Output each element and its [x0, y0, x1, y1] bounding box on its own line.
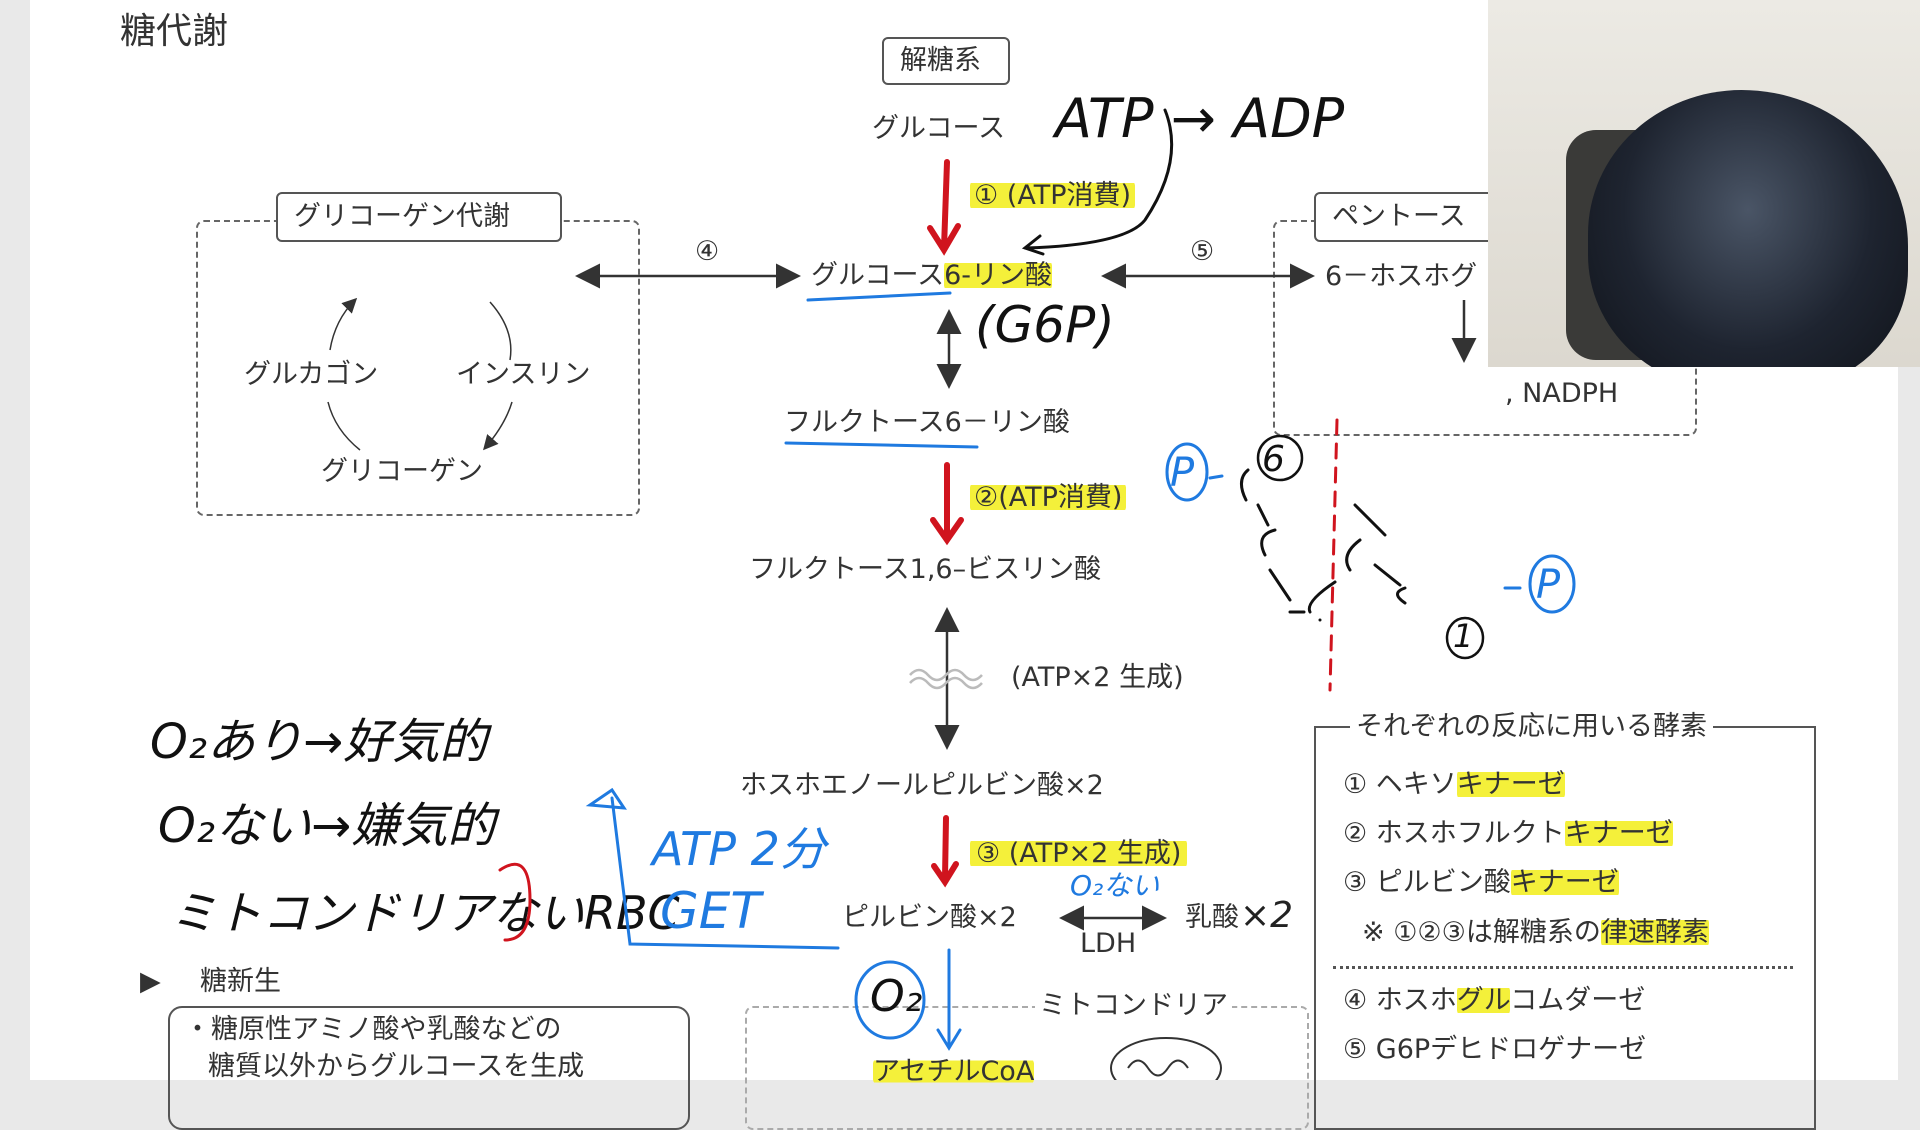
- phosphate-circle: [1165, 442, 1209, 502]
- glycogen-text: グリコーゲン: [321, 456, 483, 487]
- hw-o2: O₂: [870, 971, 923, 1022]
- hw-get: GET: [660, 882, 761, 940]
- enzyme-title: それぞれの反応に用いる酵素: [1350, 713, 1713, 740]
- underline-fructose: [784, 441, 979, 449]
- cycle-arrow: [489, 301, 512, 361]
- enzyme-item: ② ホスホフルクトキナーゼ: [1343, 818, 1673, 849]
- enzyme-note: ※ ①②③は解糖系の律速酵素: [1362, 917, 1709, 948]
- wave: [909, 676, 983, 690]
- enzyme-item: ⑤ G6Pデヒドロゲナーゼ: [1343, 1034, 1647, 1065]
- hw-rbc: ミトコンドリアないRBC: [170, 886, 680, 940]
- hw-atp2: ATP 2分: [652, 822, 826, 876]
- insulin-label: インスリン: [456, 359, 591, 390]
- person-head: [1588, 90, 1908, 367]
- play-icon: ▶: [140, 966, 161, 997]
- red-arrow-2: [930, 462, 964, 546]
- gluconeo-title: 糖新生: [200, 966, 281, 997]
- hw-g6p: (G6P): [975, 296, 1115, 354]
- o2-circle: [854, 960, 926, 1040]
- hw-c1: 1: [1453, 617, 1474, 655]
- atp-gen-label: (ATP×2 生成): [1011, 662, 1184, 693]
- red-arrow-3: [931, 815, 959, 888]
- pentose-label-box: ペントース: [1314, 192, 1518, 242]
- glycolysis-label: 解糖系: [900, 45, 981, 76]
- f6p-label: フルクトース6－リン酸: [784, 407, 1070, 438]
- hw-phosphate: P: [1536, 562, 1561, 608]
- nadph-label: , NADPH: [1505, 378, 1619, 409]
- pyruvate-label: ピルビン酸×2: [842, 902, 1017, 933]
- g6p-label: グルコース6-リン酸: [811, 260, 1053, 291]
- ring: [1240, 468, 1407, 622]
- enzyme-divider: [1333, 966, 1793, 969]
- glucagon-label: グルカゴン: [244, 359, 379, 390]
- c1-circle: [1445, 616, 1485, 660]
- pentose-label: ペントース: [1332, 201, 1466, 232]
- glucose-label: グルコース: [872, 113, 1006, 144]
- phosphate-circle: [1528, 554, 1576, 614]
- step1-label: ① (ATP消費): [970, 180, 1136, 211]
- blue-bracket: [585, 787, 840, 950]
- glycogen-label: グリコーゲン代謝: [294, 201, 510, 232]
- cycle-arrow: [329, 297, 358, 351]
- pentose-item: 6－ホスホグ: [1325, 261, 1478, 292]
- underline-glucose: [806, 291, 952, 302]
- red-arrow-1: [927, 159, 961, 256]
- mitochondria-icon: [1110, 1037, 1222, 1080]
- hw-c6: 6: [1262, 439, 1285, 480]
- hw-o2nai: O₂ない: [1070, 869, 1160, 902]
- hw-anaerobic: O₂ない→嫌気的: [158, 798, 496, 854]
- wave: [909, 668, 983, 682]
- ldh-label: LDH: [1080, 928, 1137, 959]
- step3-label: ③ (ATP×2 生成): [970, 838, 1188, 869]
- cycle-arrow: [483, 401, 513, 451]
- step2-label: ②(ATP消費): [970, 482, 1127, 513]
- c6-circle: [1256, 434, 1304, 482]
- hw-phosphate: P: [1170, 450, 1195, 496]
- hw-arrow-atp: [1021, 108, 1174, 256]
- slide-title: 糖代謝: [120, 11, 229, 52]
- g6p-b: 6-リン酸: [944, 260, 1053, 291]
- enzyme-item: ④ ホスホグルコムダーゼ: [1343, 985, 1646, 1016]
- hw-atp-adp: ATP → ADP: [1055, 87, 1345, 150]
- g6p-a: グルコース: [811, 260, 945, 291]
- lactate-label: 乳酸: [1185, 902, 1239, 933]
- pep-label: ホスホエノールピルビン酸×2: [740, 770, 1104, 801]
- glycolysis-label-box: 解糖系: [882, 37, 1010, 85]
- red-curve: [498, 862, 532, 942]
- num5: ⑤: [1190, 236, 1215, 267]
- diagram-strokes: [327, 108, 1576, 1080]
- hw-x2: ×2: [1240, 895, 1294, 936]
- enzyme-item: ③ ピルビン酸キナーゼ: [1343, 867, 1619, 898]
- enzyme-item: ① ヘキソキナーゼ: [1343, 769, 1565, 800]
- hw-aerobic: O₂あり→好気的: [150, 714, 488, 770]
- glycogen-label-box: グリコーゲン代謝: [276, 192, 562, 242]
- gluconeo-line2: 糖質以外からグルコースを生成: [208, 1051, 585, 1082]
- red-dashed-line: [1328, 418, 1339, 692]
- cycle-arrow: [327, 401, 361, 451]
- f16bp-label: フルクトース1,6–ビスリン酸: [749, 554, 1102, 585]
- mitochondria-label: ミトコンドリア: [1035, 992, 1232, 1019]
- gluconeo-line1: ・糖原性アミノ酸や乳酸などの: [184, 1014, 562, 1045]
- num4: ④: [695, 236, 720, 267]
- webcam-feed: [1488, 0, 1920, 367]
